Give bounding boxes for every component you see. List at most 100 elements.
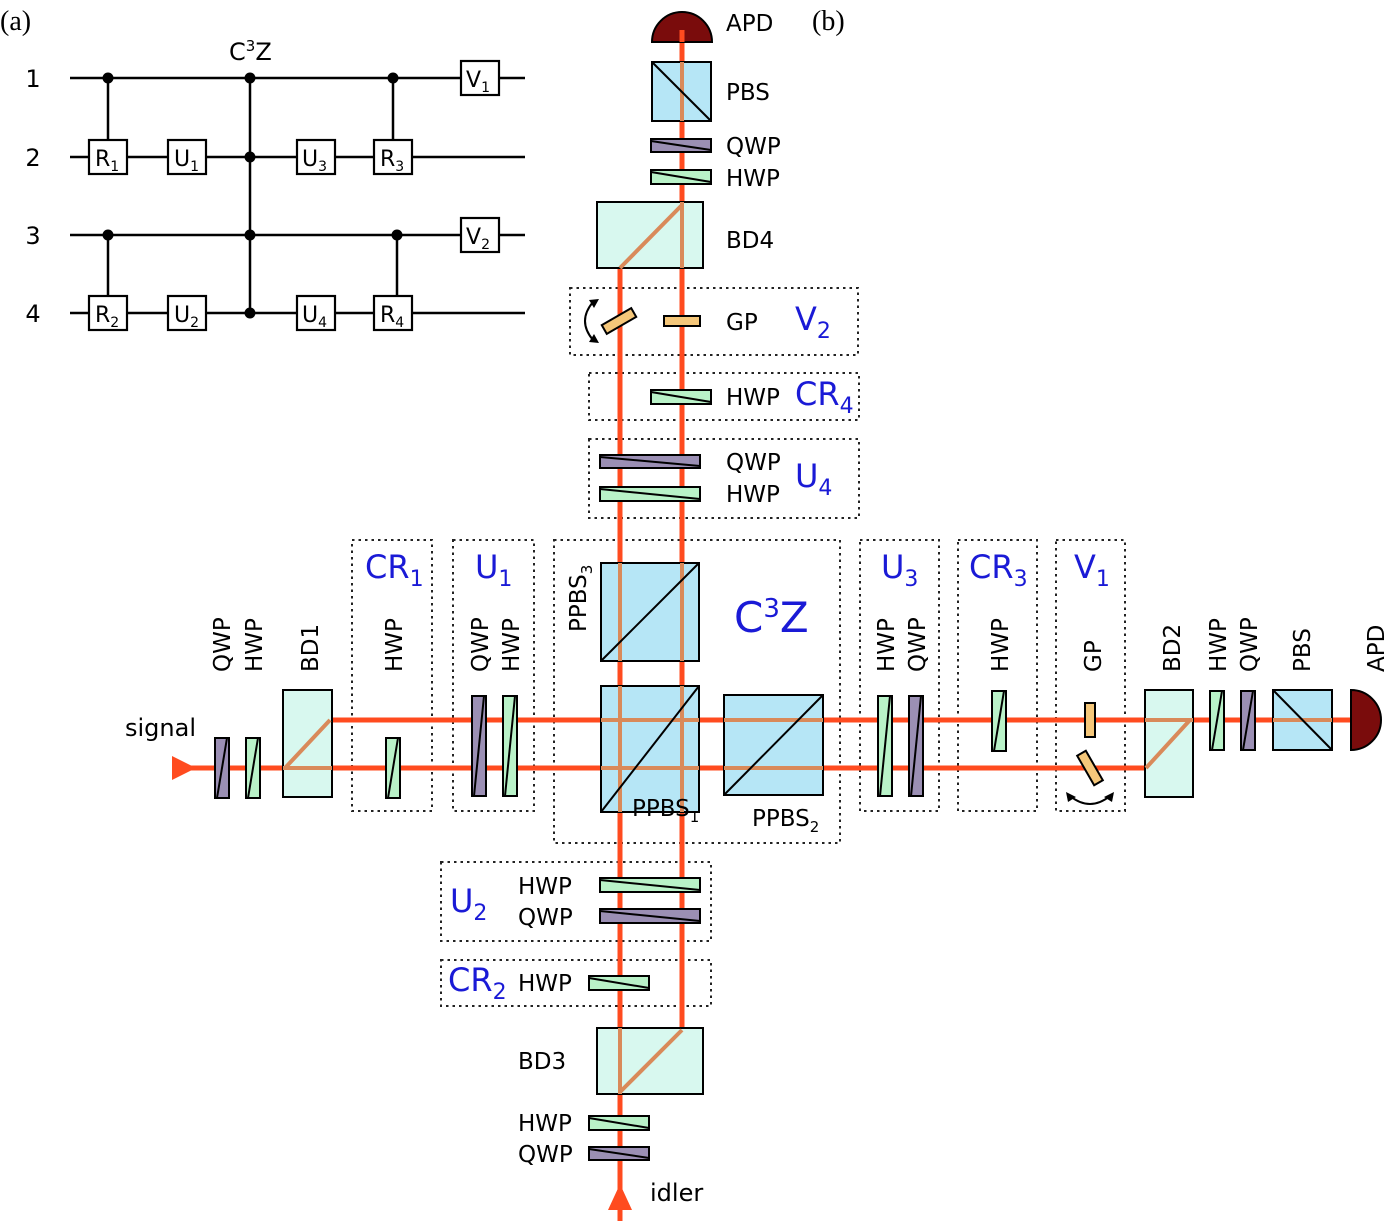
- control-dot: [102, 72, 114, 84]
- gate-u2: U2: [166, 294, 208, 332]
- apd-right-detector: [1350, 688, 1382, 752]
- ppbs1: [600, 685, 700, 813]
- svg-text:R1: R1: [95, 147, 119, 175]
- apd-top-label: APD: [726, 11, 773, 37]
- control-dot: [244, 72, 256, 84]
- hwp-u4-label: HWP: [726, 482, 780, 508]
- svg-text:R3: R3: [380, 147, 404, 175]
- gate-r3: R3: [372, 138, 414, 176]
- qwp-u4-label: QWP: [726, 450, 781, 476]
- qwp-top-label: QWP: [726, 134, 781, 160]
- qubit-label-3: 3: [25, 222, 40, 250]
- ppbs2: [723, 694, 824, 796]
- qwp-u4: [599, 454, 701, 469]
- hwp-u4: [599, 486, 701, 502]
- panel-label-a: (a): [0, 6, 31, 37]
- group-label-v2: V2: [795, 300, 831, 344]
- rotation-arrow-v2: [584, 301, 594, 341]
- group-label-u1: U1: [475, 548, 512, 592]
- gate-u3: U3: [295, 138, 337, 176]
- control-dot: [244, 229, 256, 241]
- qwp-signal-in: [214, 737, 230, 799]
- gate-v1: V1: [459, 59, 501, 97]
- qwp-u1-label: QWP: [468, 617, 494, 672]
- group-label-cr2: CR2: [448, 961, 507, 1005]
- svg-text:R2: R2: [95, 303, 119, 331]
- group-box-cr2: [440, 959, 712, 1007]
- pbs-top: [651, 61, 712, 122]
- gate-r4: R4: [372, 294, 414, 332]
- gate-v2: V2: [459, 216, 501, 254]
- gp-tilted-v2: [600, 306, 638, 336]
- bd4-label: BD4: [726, 228, 774, 254]
- bd3: [596, 1027, 704, 1095]
- group-boxes: [351, 287, 1126, 1007]
- group-box-v1: [1055, 539, 1126, 812]
- control-dot: [102, 229, 114, 241]
- group-box-cr3: [957, 539, 1038, 812]
- group-label-u4: U4: [795, 457, 832, 501]
- signal-label: signal: [125, 714, 196, 742]
- group-box-u1: [452, 539, 535, 812]
- group-box-u4: [588, 438, 860, 519]
- hwp-top-label: HWP: [726, 166, 780, 192]
- qwp-u3: [908, 695, 924, 797]
- svg-text:U4: U4: [302, 303, 327, 331]
- bd1: [282, 689, 333, 798]
- ppbs2-label: PPBS2: [752, 806, 819, 836]
- gp-v1-label: GP: [1081, 640, 1107, 672]
- group-box-u2: [440, 861, 712, 942]
- idler-input-arrow: [608, 1184, 632, 1210]
- hwp-cr2-label: HWP: [518, 971, 572, 997]
- qwp-u2-label: QWP: [518, 905, 573, 931]
- idler-label: idler: [650, 1179, 703, 1207]
- hwp-signal-in-label: HWP: [242, 618, 268, 672]
- control-dot: [244, 151, 256, 163]
- qwp-u2: [599, 908, 701, 924]
- hwp-signal-in: [245, 737, 261, 799]
- group-label-u3: U3: [881, 548, 918, 592]
- svg-text:U2: U2: [174, 303, 199, 331]
- svg-text:R4: R4: [380, 303, 404, 331]
- group-box-v2: [569, 287, 859, 356]
- qubit-label-1: 1: [25, 65, 40, 93]
- control-dot: [387, 72, 399, 84]
- bd2-label: BD2: [1160, 624, 1186, 672]
- hwp-u1-label: HWP: [499, 618, 525, 672]
- signal-input-arrow: [172, 756, 196, 780]
- group-box-u3: [859, 539, 940, 812]
- group-label-v1: V1: [1074, 548, 1110, 592]
- pbs-top-label: PBS: [726, 80, 770, 106]
- group-label-cr3: CR3: [969, 548, 1028, 592]
- apd-top-detector: [650, 11, 714, 43]
- gp-flat-v2: [663, 315, 701, 327]
- group-box-cr1: [351, 539, 433, 812]
- hwp-cr3-label: HWP: [988, 618, 1014, 672]
- bd4: [596, 201, 704, 270]
- ppbs1-label: PPBS1: [632, 796, 699, 826]
- rotation-arrow-v1: [1069, 795, 1111, 805]
- ppbs3-label: PPBS3: [566, 565, 596, 632]
- apd-right-label: APD: [1364, 625, 1390, 672]
- group-box-c3z: [553, 539, 841, 844]
- rotation-arrow-head: [589, 299, 599, 308]
- svg-text:V2: V2: [466, 225, 490, 253]
- hwp-cr4-label: HWP: [726, 385, 780, 411]
- bd2: [1144, 689, 1194, 798]
- group-label-cr4: CR4: [795, 375, 854, 419]
- hwp-u2-label: HWP: [518, 874, 572, 900]
- hwp-cr1: [385, 737, 401, 799]
- qwp-u1: [471, 695, 487, 797]
- rotation-arrow-head: [1066, 792, 1076, 802]
- rotation-arrow-head: [589, 334, 599, 343]
- svg-text:U3: U3: [302, 147, 327, 175]
- hwp-signal-out-label: HWP: [1206, 618, 1232, 672]
- qwp-u3-label: QWP: [905, 617, 931, 672]
- hwp-signal-out: [1209, 690, 1225, 751]
- hwp-idler-in-label: HWP: [518, 1111, 572, 1137]
- pbs-right: [1272, 689, 1333, 751]
- hwp-cr2: [588, 975, 650, 991]
- gate-u4: U4: [295, 294, 337, 332]
- gate-u1: U1: [166, 138, 208, 176]
